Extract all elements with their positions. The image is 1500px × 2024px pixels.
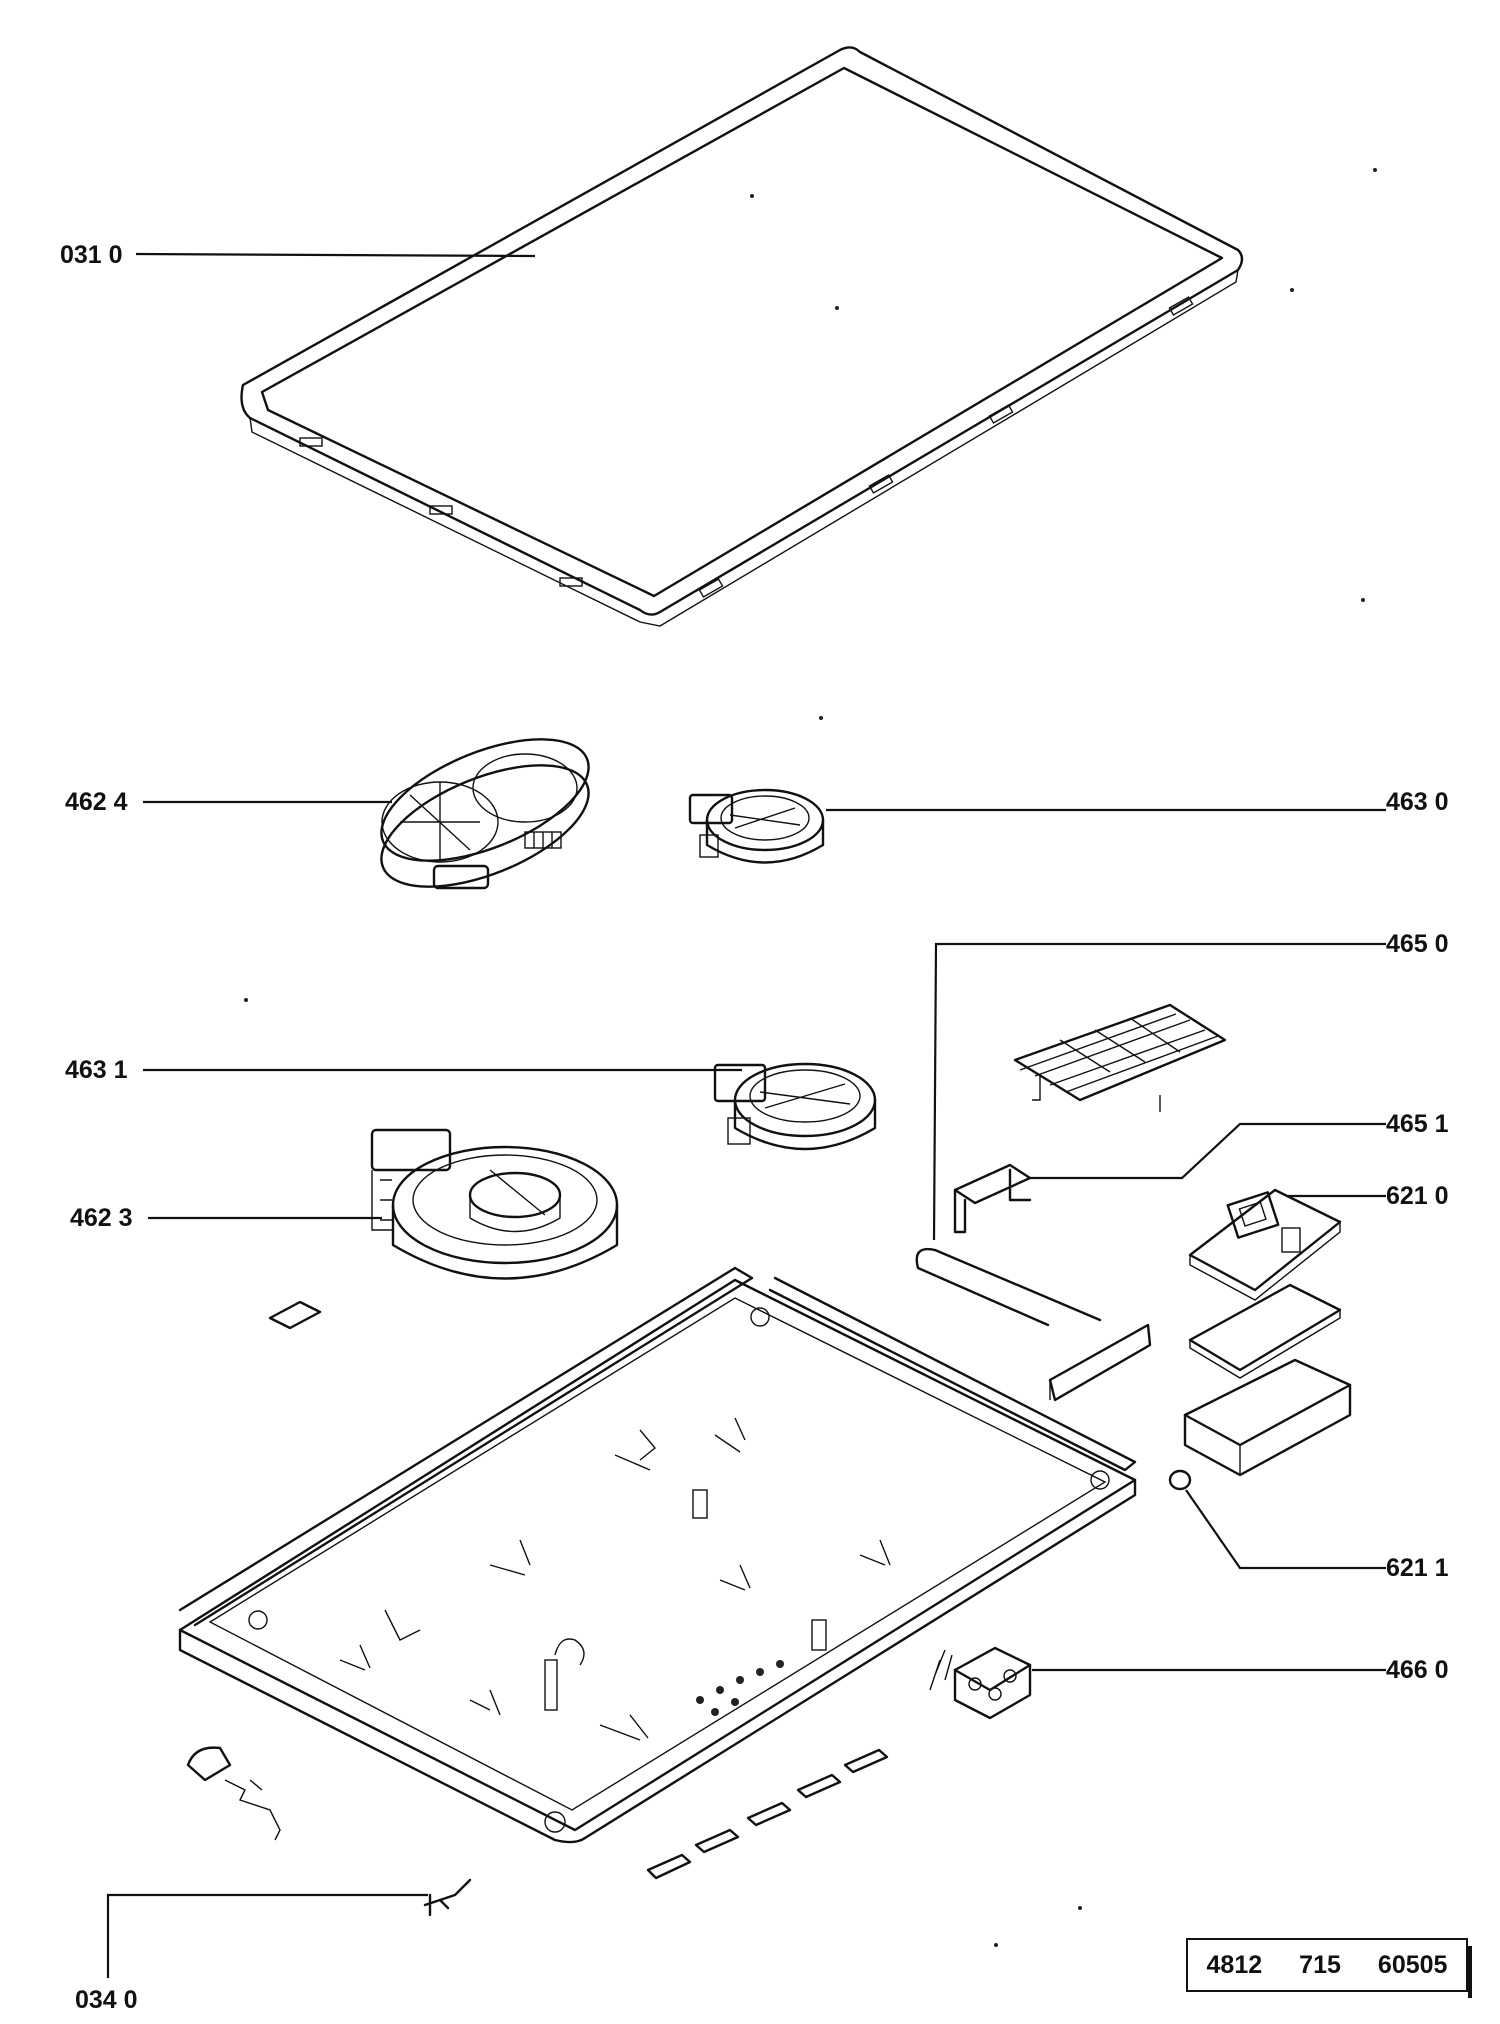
leader-0310: [135, 252, 536, 258]
doc-number-part-2: 715: [1299, 1950, 1341, 1979]
label-4631: 463 1: [65, 1056, 128, 1084]
round-heating-element: [713, 1062, 877, 1151]
small-clip: [423, 1878, 472, 1917]
doc-number-part-3: 60505: [1377, 1950, 1448, 1979]
large-round-heating-element: [370, 1128, 619, 1280]
heater-rod-assembly: [1013, 1003, 1227, 1112]
cover-plate: [1188, 1283, 1342, 1379]
connector-block: [929, 1646, 1032, 1720]
label-6211: 621 1: [1386, 1554, 1449, 1582]
label-4623: 462 3: [70, 1204, 133, 1232]
base-tray: [178, 1266, 1137, 1844]
control-circuit-board: [1188, 1188, 1342, 1301]
terminal-strips: [646, 1748, 889, 1880]
leader-4650: [932, 942, 1386, 1241]
small-sensor: [268, 1300, 322, 1330]
document-number-box: 4812 715 60505: [1186, 1938, 1472, 1998]
grommet: [1168, 1469, 1192, 1491]
leader-4651: [1030, 1122, 1386, 1180]
label-0340: 034 0: [75, 1986, 138, 2014]
leader-0340: [106, 1893, 428, 1978]
ceramic-glass-top: [240, 46, 1244, 627]
heater-rod: [915, 1247, 1152, 1402]
label-4650: 465 0: [1386, 930, 1449, 958]
label-4624: 462 4: [65, 788, 128, 816]
terminal-box: [1183, 1358, 1352, 1477]
small-round-heating-element: [688, 788, 825, 864]
leader-6211: [1185, 1489, 1386, 1570]
label-4630: 463 0: [1386, 788, 1449, 816]
dual-oval-heating-element: [380, 738, 590, 890]
bracket-clip: [953, 1163, 1032, 1234]
clip-assembly: [186, 1746, 281, 1841]
doc-number-part-1: 4812: [1206, 1950, 1263, 1979]
label-6210: 621 0: [1386, 1182, 1449, 1210]
label-0310: 031 0: [60, 241, 123, 269]
label-4651: 465 1: [1386, 1110, 1449, 1138]
scan-specks: [244, 168, 1377, 1947]
label-4660: 466 0: [1386, 1656, 1449, 1684]
